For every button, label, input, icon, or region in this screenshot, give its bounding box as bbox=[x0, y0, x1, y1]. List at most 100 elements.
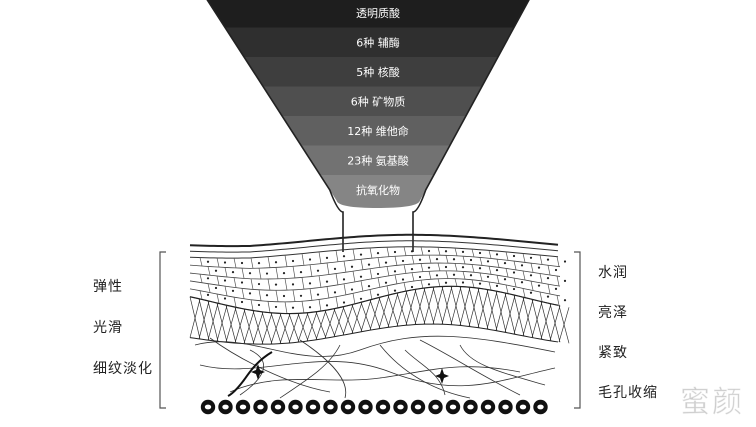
cell-wall bbox=[343, 261, 347, 273]
cell-nucleus bbox=[350, 288, 354, 291]
cell-nucleus bbox=[240, 261, 244, 265]
cell-nucleus bbox=[384, 281, 388, 284]
cell-wall bbox=[386, 285, 390, 296]
cell-wall bbox=[488, 250, 492, 259]
hatch-stroke bbox=[315, 310, 327, 340]
cell-wall bbox=[556, 275, 560, 286]
watermark-logo: 蜜颜 bbox=[680, 385, 744, 421]
hatch-stroke bbox=[360, 299, 372, 332]
cell-wall bbox=[522, 270, 526, 280]
left-label-elasticity: 弹性 bbox=[93, 279, 123, 295]
basal-cell-nucleus bbox=[292, 404, 299, 410]
hatch-stroke bbox=[459, 287, 471, 326]
cell-wall bbox=[207, 283, 211, 293]
cell-nucleus bbox=[495, 284, 499, 287]
funnel-band-label: 5种 核酸 bbox=[356, 65, 400, 79]
cell-wall bbox=[411, 255, 415, 265]
basal-cell-nucleus bbox=[379, 404, 387, 410]
cell-nucleus bbox=[291, 283, 295, 286]
cell-wall bbox=[420, 246, 424, 256]
cell-nucleus bbox=[435, 258, 439, 261]
cell-wall bbox=[284, 278, 288, 291]
cell-wall bbox=[199, 257, 203, 266]
cell-wall bbox=[352, 293, 356, 305]
cell-nucleus bbox=[486, 275, 490, 278]
hatch-stroke bbox=[513, 297, 525, 335]
basal-cell-nucleus bbox=[344, 404, 352, 410]
hatch-stroke bbox=[369, 297, 381, 331]
hatch-stroke bbox=[189, 298, 201, 338]
cell-wall bbox=[539, 291, 543, 302]
cell-nucleus bbox=[418, 258, 422, 261]
cell-wall bbox=[284, 301, 288, 314]
cell-wall bbox=[369, 268, 373, 280]
cell-nucleus bbox=[248, 292, 252, 295]
funnel-band bbox=[244, 57, 498, 87]
hatch-stroke bbox=[288, 313, 300, 344]
cell-wall bbox=[403, 282, 407, 292]
fibroblast-strand bbox=[227, 351, 273, 397]
cell-nucleus bbox=[223, 279, 227, 282]
cell-wall bbox=[479, 272, 483, 281]
cell-wall bbox=[445, 255, 449, 264]
cell-nucleus bbox=[333, 291, 337, 294]
cell-wall bbox=[428, 255, 432, 264]
cell-nucleus bbox=[299, 271, 303, 274]
cell-nucleus bbox=[376, 272, 380, 276]
funnel-band-label: 23种 氨基酸 bbox=[347, 153, 409, 167]
hatch-stroke bbox=[396, 290, 408, 327]
cell-nucleus bbox=[359, 297, 363, 300]
cell-wall bbox=[394, 256, 398, 266]
cell-nucleus bbox=[393, 270, 397, 273]
cell-nucleus bbox=[367, 285, 371, 288]
cell-nucleus bbox=[282, 272, 286, 275]
cell-wall bbox=[386, 247, 390, 257]
cell-wall bbox=[539, 254, 543, 265]
hatch-stroke bbox=[540, 303, 552, 340]
cell-nucleus bbox=[206, 293, 210, 296]
hatch-stroke bbox=[486, 291, 498, 330]
epidermis-grid bbox=[189, 233, 567, 314]
cell-wall bbox=[335, 296, 339, 309]
basal-cell-nucleus bbox=[204, 404, 212, 410]
cell-wall bbox=[352, 248, 356, 261]
hatch-stroke bbox=[387, 292, 399, 328]
cell-wall bbox=[403, 246, 407, 256]
fibroblast-cell bbox=[435, 368, 449, 384]
cell-wall bbox=[530, 263, 534, 273]
cell-wall bbox=[505, 284, 509, 294]
cell-nucleus bbox=[316, 293, 320, 296]
collagen-fibers bbox=[194, 335, 556, 399]
cell-nucleus bbox=[444, 281, 448, 284]
cell-wall bbox=[275, 267, 279, 279]
cell-wall bbox=[369, 247, 373, 259]
hatch-stroke bbox=[414, 287, 426, 325]
left-bracket bbox=[159, 251, 166, 409]
collagen-fiber bbox=[299, 339, 347, 399]
cell-nucleus bbox=[401, 278, 405, 281]
cell-wall bbox=[496, 275, 500, 284]
cell-nucleus bbox=[223, 261, 227, 264]
funnel-band bbox=[207, 0, 529, 28]
cell-wall bbox=[301, 253, 305, 266]
cell-wall bbox=[556, 295, 560, 306]
cell-nucleus bbox=[359, 275, 363, 278]
hatch-stroke bbox=[450, 286, 462, 325]
cell-nucleus bbox=[401, 259, 405, 263]
cell-nucleus bbox=[325, 304, 329, 307]
cell-wall bbox=[258, 268, 262, 280]
left-label-smoothness: 光滑 bbox=[93, 320, 123, 336]
right-label-firmness: 紧致 bbox=[598, 345, 628, 361]
hatch-stroke bbox=[279, 313, 291, 344]
basal-cell-nucleus bbox=[484, 404, 492, 410]
cell-wall bbox=[488, 281, 492, 290]
cell-nucleus bbox=[257, 282, 261, 286]
cell-nucleus bbox=[282, 294, 286, 298]
cell-nucleus bbox=[563, 279, 567, 282]
cell-wall bbox=[377, 277, 381, 288]
cell-nucleus bbox=[214, 286, 218, 290]
basal-cell-nucleus bbox=[519, 404, 527, 410]
cell-wall bbox=[301, 277, 305, 290]
cell-wall bbox=[505, 251, 509, 261]
